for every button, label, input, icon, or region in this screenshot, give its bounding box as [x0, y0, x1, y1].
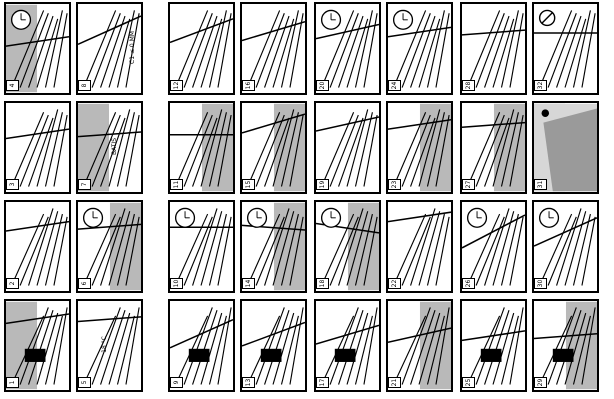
illustration-panel-1: 1 — [4, 299, 71, 392]
illustration-panel-11: 112400 mm — [168, 101, 235, 194]
panel-number: 3 — [6, 179, 19, 190]
panel-number: 18 — [316, 278, 329, 289]
panel-number: 17 — [316, 377, 329, 388]
illustration-panel-7: 7 BATIS — [76, 101, 143, 194]
panel-number: 6 — [78, 278, 91, 289]
illustration-panel-24: 24 — [386, 2, 453, 95]
illustration-panel-32: 32 — [532, 2, 599, 95]
panel-label: 18 °C — [101, 336, 108, 353]
illustration-panel-9: 9 — [168, 299, 235, 392]
illustration-panel-26: 26 — [460, 200, 527, 293]
panel-number: 30 — [534, 278, 547, 289]
panel-number: 28 — [462, 80, 475, 91]
panel-number: 1 — [6, 377, 19, 388]
illustration-panel-4: 4 — [4, 2, 71, 95]
illustration-panel-16: 1660 mm — [240, 2, 307, 95]
panel-label: BATIS — [111, 138, 118, 155]
panel-number: 7 — [78, 179, 91, 190]
panel-number: 23 — [388, 179, 401, 190]
panel-number: 11 — [170, 179, 183, 190]
illustration-panel-5: 5 18 °C — [76, 299, 143, 392]
panel-number: 21 — [388, 377, 401, 388]
panel-number: 4 — [6, 80, 19, 91]
panel-number: 22 — [388, 278, 401, 289]
illustration-panel-21: 21 — [386, 299, 453, 392]
illustration-panel-30: 30 — [532, 200, 599, 293]
illustration-panel-23: 23 — [386, 101, 453, 194]
panel-number: 16 — [242, 80, 255, 91]
panel-number: 13 — [242, 377, 255, 388]
illustration-panel-28: 28 — [460, 2, 527, 95]
illustration-panel-25: 25 — [460, 299, 527, 392]
panel-number: 10 — [170, 278, 183, 289]
panel-number: 29 — [534, 377, 547, 388]
illustration-panel-18: 18 — [314, 200, 381, 293]
illustration-panel-27: 27 — [460, 101, 527, 194]
panel-number: 15 — [242, 179, 255, 190]
panel-number: 32 — [534, 80, 547, 91]
panel-number: 12 — [170, 80, 183, 91]
panel-number: 14 — [242, 278, 255, 289]
illustration-panel-14: 14 — [240, 200, 307, 293]
illustration-panel-17: 17 — [314, 299, 381, 392]
illustration-panel-15: 15 — [240, 101, 307, 194]
illustration-panel-3: 3 — [4, 101, 71, 194]
panel-number: 19 — [316, 179, 329, 190]
panel-number: 24 — [388, 80, 401, 91]
illustration-panel-31: 31 — [532, 101, 599, 194]
panel-number: 25 — [462, 377, 475, 388]
panel-label: C1 ≤ 0 MM — [129, 31, 136, 64]
illustration-panel-19: 19 — [314, 101, 381, 194]
panel-number: 26 — [462, 278, 475, 289]
illustration-panel-12: 12≥ 400 mm — [168, 2, 235, 95]
illustration-panel-8: 8C1 ≤ 0 MMCACAO ≤ 0 MM — [76, 2, 143, 95]
illustration-panel-6: 6 — [76, 200, 143, 293]
panel-number: 27 — [462, 179, 475, 190]
panel-number: 20 — [316, 80, 329, 91]
illustration-panel-29: 29 — [532, 299, 599, 392]
illustration-panel-22: 22 — [386, 200, 453, 293]
panel-number: 2 — [6, 278, 19, 289]
panel-number: 31 — [534, 179, 547, 190]
panel-number: 9 — [170, 377, 183, 388]
illustration-panel-10: 10 — [168, 200, 235, 293]
panel-number: 8 — [78, 80, 91, 91]
illustration-panel-13: 13 — [240, 299, 307, 392]
panel-number: 5 — [78, 377, 91, 388]
illustration-panel-20: 20 — [314, 2, 381, 95]
illustration-panel-2: 2 — [4, 200, 71, 293]
